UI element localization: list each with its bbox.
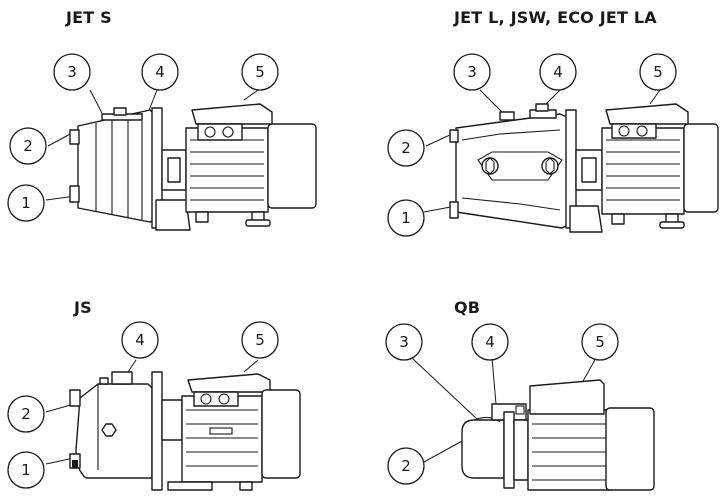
callout-number: 3 (467, 63, 477, 81)
callout-number: 2 (23, 137, 33, 155)
callout-4: 4 (141, 53, 179, 91)
callout-2: 2 (387, 129, 425, 167)
callout-3: 3 (385, 323, 423, 361)
callout-1: 1 (7, 184, 45, 222)
callout-2: 2 (7, 395, 45, 433)
panel-title-jet-l: JET L, JSW, ECO JET LA (454, 8, 657, 27)
callout-number: 1 (21, 194, 31, 212)
callout-number: 2 (21, 405, 31, 423)
callout-5: 5 (241, 53, 279, 91)
callout-number: 2 (401, 457, 411, 475)
callout-3: 3 (53, 53, 91, 91)
callout-5: 5 (241, 321, 279, 359)
callout-number: 3 (67, 63, 77, 81)
callout-4: 4 (471, 323, 509, 361)
callout-number: 5 (255, 331, 265, 349)
callout-5: 5 (581, 323, 619, 361)
panel-title-qb: QB (454, 298, 481, 317)
callout-1: 1 (7, 451, 45, 489)
callout-number: 4 (553, 63, 563, 81)
callout-1: 1 (387, 199, 425, 237)
callout-number: 5 (255, 63, 265, 81)
callout-number: 4 (135, 331, 145, 349)
callout-2: 2 (387, 447, 425, 485)
callout-number: 1 (401, 209, 411, 227)
panel-title-jet-s: JET S (66, 8, 112, 27)
callout-2: 2 (9, 127, 47, 165)
callout-number: 3 (399, 333, 409, 351)
callout-number: 4 (485, 333, 495, 351)
panel-title-js: JS (74, 298, 92, 317)
callout-4: 4 (539, 53, 577, 91)
callout-5: 5 (639, 53, 677, 91)
callout-number: 4 (155, 63, 165, 81)
callout-number: 2 (401, 139, 411, 157)
callout-number: 5 (653, 63, 663, 81)
callout-4: 4 (121, 321, 159, 359)
callout-number: 5 (595, 333, 605, 351)
callout-3: 3 (453, 53, 491, 91)
callout-number: 1 (21, 461, 31, 479)
